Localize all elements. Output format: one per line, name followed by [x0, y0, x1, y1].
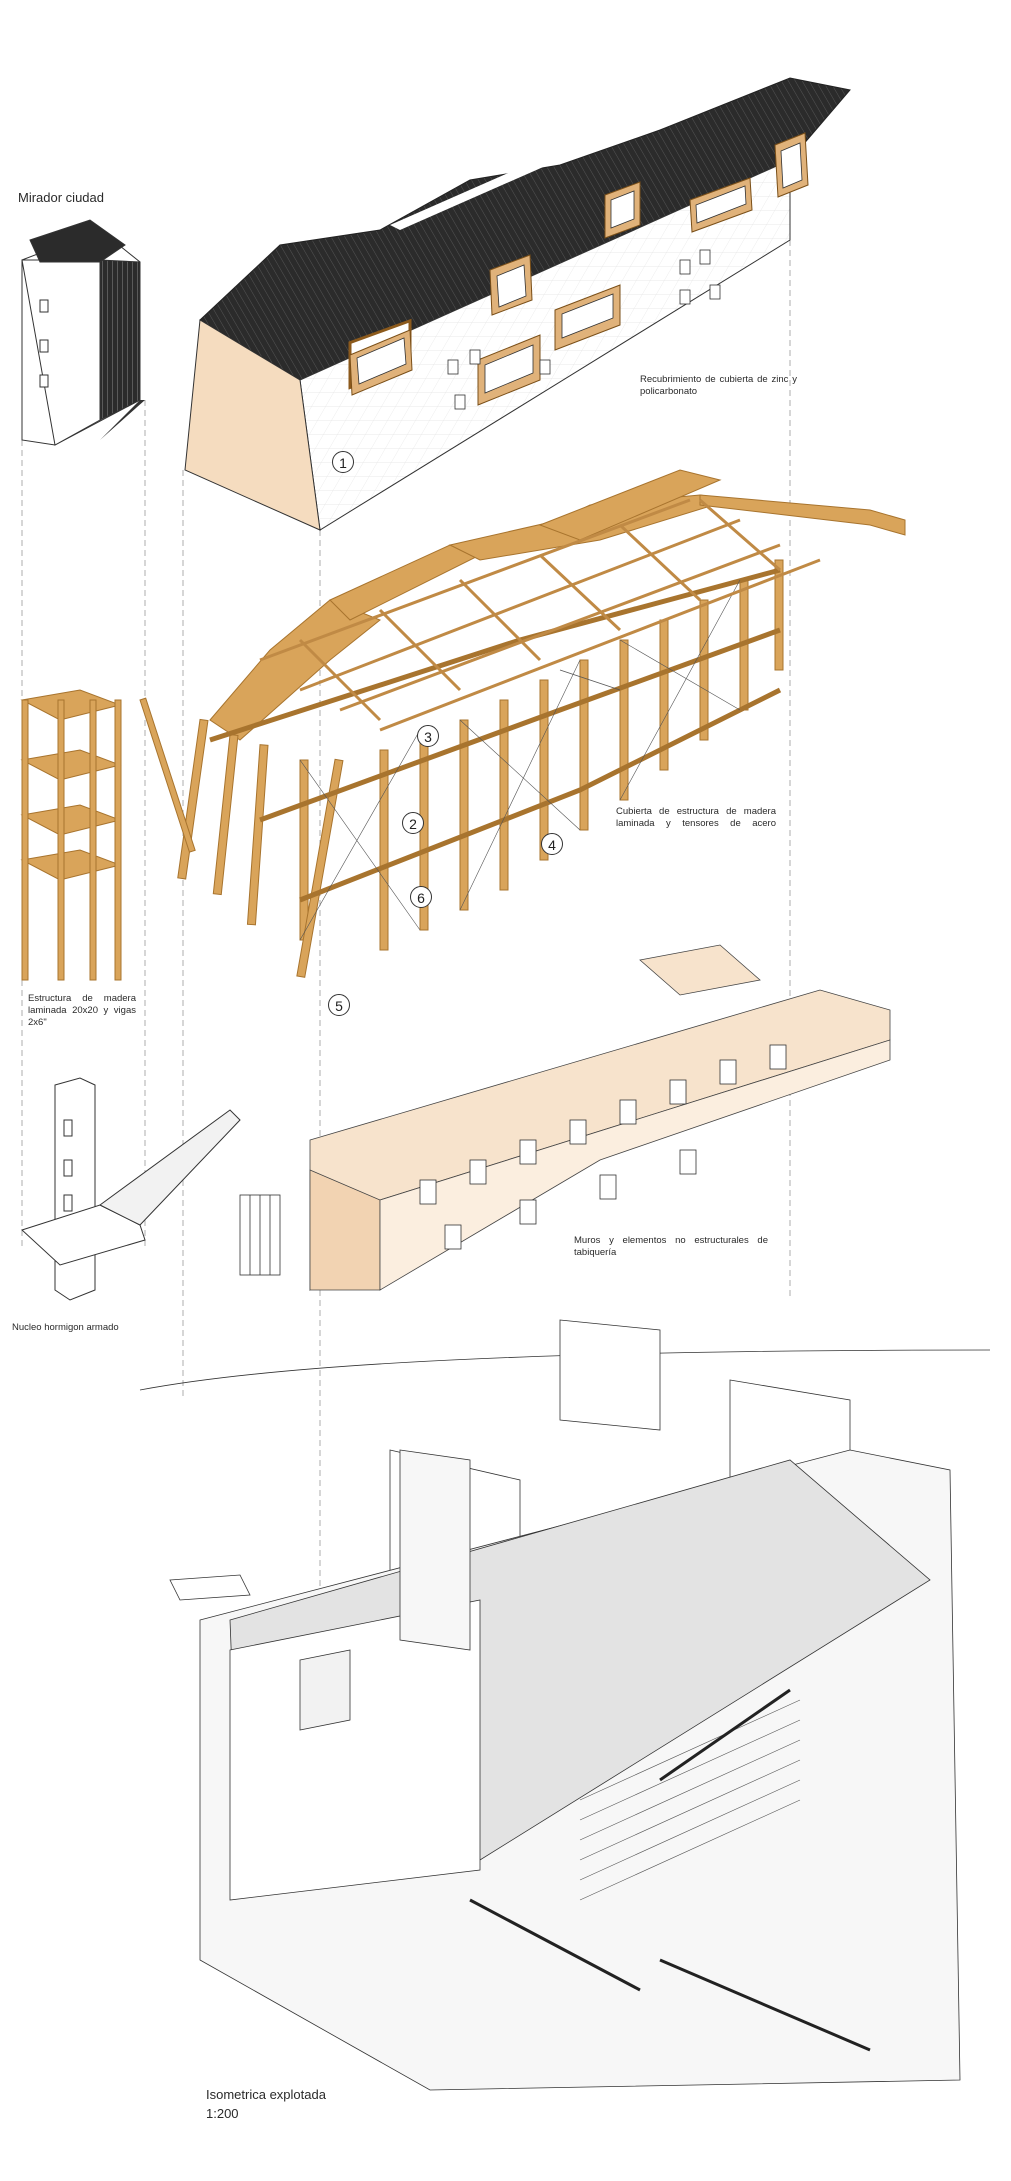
mirador-tower-roof-model — [21, 219, 145, 446]
callout-1: 1 — [332, 451, 354, 473]
structure-note: Cubierta de estructura de madera laminad… — [616, 806, 776, 829]
walls-note: Muros y elementos no estructurales de ta… — [574, 1235, 768, 1258]
concrete-core-model — [21, 1077, 241, 1301]
timber-tower-model — [20, 689, 196, 981]
partition-walls-model — [239, 944, 891, 1292]
main-title: Isometrica explotada — [206, 2087, 326, 2102]
tower-structure-note: Estructura de madera laminada 20x20 y vi… — [28, 993, 136, 1028]
core-note: Nucleo hormigon armado — [12, 1322, 119, 1333]
callout-4: 4 — [541, 833, 563, 855]
site-base-model — [139, 1319, 991, 2091]
roof-shell-model — [184, 77, 851, 531]
callout-5: 5 — [328, 994, 350, 1016]
roof-note: Recubrimiento de cubierta de zinc y poli… — [640, 374, 797, 397]
callout-3: 3 — [417, 725, 439, 747]
callout-6: 6 — [410, 886, 432, 908]
scale-label: 1:200 — [206, 2106, 239, 2121]
mirador-title: Mirador ciudad — [18, 190, 104, 205]
timber-roof-structure — [177, 469, 906, 978]
callout-2: 2 — [402, 812, 424, 834]
annotation-leader — [559, 669, 621, 691]
